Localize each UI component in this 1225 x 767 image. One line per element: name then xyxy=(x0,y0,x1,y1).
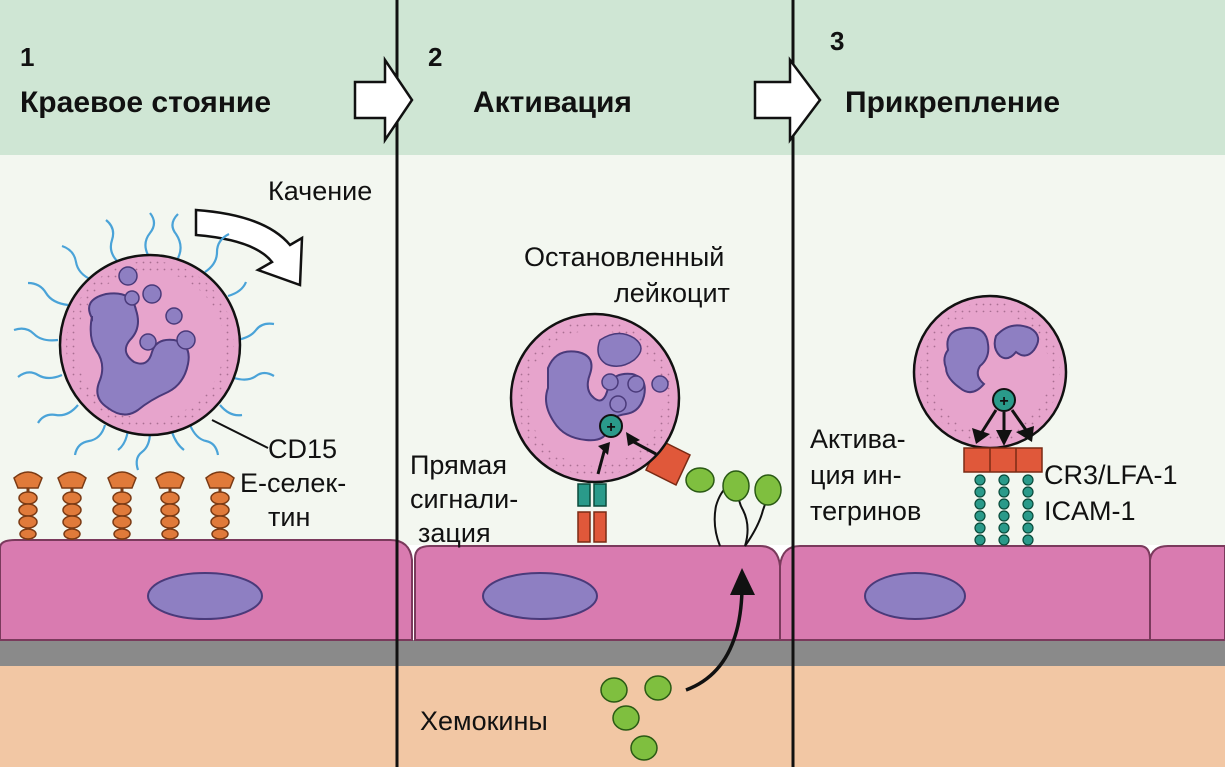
header-band xyxy=(0,0,1225,155)
chemokine xyxy=(601,678,627,702)
step-title: Прикрепление xyxy=(845,86,1060,119)
direct-signaling-label: сигнали- xyxy=(410,484,518,514)
endothelial-nucleus xyxy=(483,573,597,619)
e-selectin-label: тин xyxy=(268,502,310,532)
endothelial-cell xyxy=(1150,546,1225,640)
chemokines-label: Хемокины xyxy=(420,706,548,736)
chemokine xyxy=(755,475,781,505)
integrin-activation-label: тегринов xyxy=(810,496,921,526)
e-selectin-label: E-селек- xyxy=(240,468,346,498)
rolling-label: Качение xyxy=(268,176,372,206)
integrin-activation-label: ция ин- xyxy=(810,460,902,490)
integrin-activation-label: Актива- xyxy=(810,424,906,454)
step-number: 2 xyxy=(428,42,442,72)
step-number: 1 xyxy=(20,42,34,72)
stopped-leukocyte-label: Остановленный xyxy=(524,242,724,272)
endothelium xyxy=(0,540,1225,640)
cr3-lfa1-label: CR3/LFA-1 xyxy=(1044,460,1178,490)
rolling-leukocyte xyxy=(60,255,240,435)
adherent-leukocyte: + xyxy=(914,296,1066,448)
icam1-label: ICAM-1 xyxy=(1044,496,1136,526)
cd15-label: CD15 xyxy=(268,434,337,464)
step-title: Краевое стояние xyxy=(20,86,271,119)
svg-text:+: + xyxy=(999,393,1008,410)
chemokine xyxy=(613,706,639,730)
direct-signaling-label: Прямая xyxy=(410,450,507,480)
svg-text:+: + xyxy=(606,419,615,436)
chemokine xyxy=(645,676,671,700)
endothelial-nucleus xyxy=(865,573,965,619)
chemokine xyxy=(723,471,749,501)
step-number: 3 xyxy=(830,26,844,56)
chemokine xyxy=(631,736,657,760)
stopped-leukocyte: + xyxy=(511,314,679,482)
stopped-leukocyte-label: лейкоцит xyxy=(614,278,730,308)
endothelial-nucleus xyxy=(148,573,262,619)
basement-membrane xyxy=(0,640,1225,666)
direct-signaling-label: зация xyxy=(418,518,491,548)
step-title: Активация xyxy=(473,86,632,119)
